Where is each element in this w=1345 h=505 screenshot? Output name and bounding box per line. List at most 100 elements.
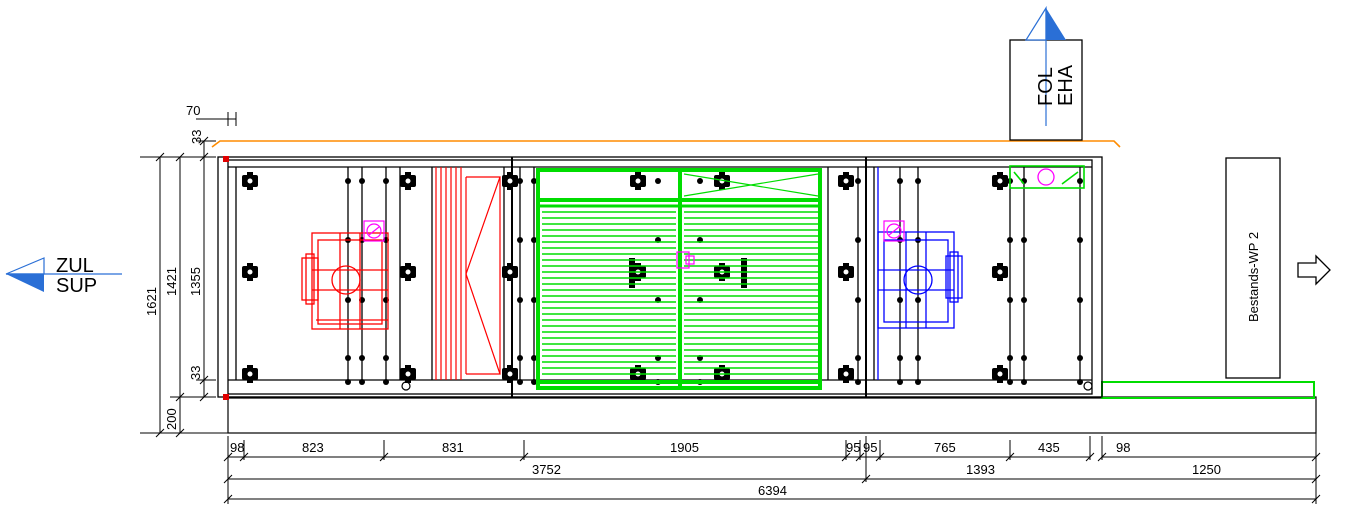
tick-mark bbox=[1097, 452, 1107, 462]
handle-icon bbox=[992, 263, 1008, 281]
bolt-icon bbox=[897, 178, 903, 184]
dim-seg-0: 98 bbox=[230, 440, 244, 455]
bolt-icon bbox=[1007, 355, 1013, 361]
bolt-icon bbox=[345, 355, 351, 361]
heat-recovery-slats bbox=[542, 211, 818, 375]
bolt-icon bbox=[345, 379, 351, 385]
bolt-icon bbox=[897, 355, 903, 361]
bolt-icon bbox=[915, 379, 921, 385]
bolt-icon bbox=[1021, 379, 1027, 385]
handle-icon bbox=[838, 172, 854, 190]
dim-seg-4: 95 bbox=[846, 440, 860, 455]
handle-icon bbox=[992, 365, 1008, 383]
dim-total-height: 1621 bbox=[144, 287, 159, 316]
extract-fan-motor-icon bbox=[883, 220, 905, 242]
bolt-icon bbox=[655, 178, 661, 184]
exhaust-label-fol: FOL bbox=[1035, 67, 1057, 106]
bolt-icon bbox=[1021, 355, 1027, 361]
up-arrow-icon bbox=[1024, 5, 1066, 126]
exhaust-label-eha: EHA bbox=[1055, 64, 1077, 106]
bolt-icon bbox=[1077, 379, 1083, 385]
vertical-dimension-lines bbox=[140, 112, 237, 438]
horizontal-dimension-lines bbox=[227, 433, 1317, 504]
dimension-ticks bbox=[223, 440, 1321, 504]
bolt-icon bbox=[517, 355, 523, 361]
left-arrow-icon bbox=[5, 257, 122, 292]
dim-total-length: 6394 bbox=[758, 483, 787, 498]
tick-mark bbox=[223, 494, 233, 504]
bolt-icon bbox=[345, 297, 351, 303]
bolt-icon bbox=[1077, 297, 1083, 303]
latch-bar-icon bbox=[629, 258, 635, 288]
handle-icon bbox=[502, 263, 518, 281]
bolt-icon bbox=[697, 178, 703, 184]
dim-seg-1: 823 bbox=[302, 440, 324, 455]
dim-seg-2: 831 bbox=[442, 440, 464, 455]
bolt-icon bbox=[531, 178, 537, 184]
handle-icon bbox=[400, 263, 416, 281]
dim-subtotal-left: 3752 bbox=[532, 462, 561, 477]
corner-mark-top bbox=[223, 156, 229, 162]
handle-icon bbox=[242, 263, 258, 281]
bolt-icon bbox=[531, 355, 537, 361]
bolt-icon bbox=[517, 297, 523, 303]
dim-top-offset: 70 bbox=[186, 103, 200, 118]
bolt-icon bbox=[517, 379, 523, 385]
bolt-icon bbox=[915, 355, 921, 361]
tick-mark bbox=[1311, 494, 1321, 504]
supply-label-sup: SUP bbox=[56, 275, 97, 297]
extract-fan bbox=[877, 167, 963, 380]
base-extension-green bbox=[1101, 381, 1315, 399]
bolt-icon bbox=[855, 297, 861, 303]
bolt-icon bbox=[1021, 297, 1027, 303]
dim-base-height: 200 bbox=[164, 408, 179, 430]
bolt-icon bbox=[1007, 237, 1013, 243]
handle-icon bbox=[502, 365, 518, 383]
supply-fan bbox=[301, 232, 389, 330]
handle-icon bbox=[838, 365, 854, 383]
dim-seg-6: 765 bbox=[934, 440, 956, 455]
bolt-icon bbox=[359, 178, 365, 184]
dim-seg-3: 1905 bbox=[670, 440, 699, 455]
tick-mark bbox=[1311, 452, 1321, 462]
bolt-icon bbox=[531, 297, 537, 303]
latch-bar-icon bbox=[741, 258, 747, 288]
bolt-icon bbox=[855, 355, 861, 361]
supply-fan-motor-icon bbox=[363, 220, 385, 242]
bolt-icon bbox=[915, 297, 921, 303]
bolt-icon bbox=[855, 178, 861, 184]
damper-actuator-icon bbox=[1037, 168, 1055, 186]
tick-mark bbox=[223, 474, 233, 484]
bolt-icon bbox=[1021, 237, 1027, 243]
bolt-icon bbox=[1007, 297, 1013, 303]
bolt-icon bbox=[383, 379, 389, 385]
bolt-icon bbox=[855, 379, 861, 385]
dim-extension: 1250 bbox=[1192, 462, 1221, 477]
bolt-icon bbox=[897, 379, 903, 385]
dim-seg-5: 95 bbox=[863, 440, 877, 455]
bolt-icon bbox=[359, 355, 365, 361]
bolt-icon bbox=[517, 237, 523, 243]
bolt-icon bbox=[517, 178, 523, 184]
handle-icon bbox=[242, 365, 258, 383]
handle-icon bbox=[630, 172, 646, 190]
bolt-icon bbox=[531, 379, 537, 385]
handle-icon bbox=[502, 172, 518, 190]
bolt-icon bbox=[855, 237, 861, 243]
handle-icon bbox=[400, 365, 416, 383]
dim-seg-8: 98 bbox=[1116, 440, 1130, 455]
supply-filter bbox=[435, 167, 501, 380]
dim-subtotal-right: 1393 bbox=[966, 462, 995, 477]
hollow-right-arrow-icon bbox=[1297, 254, 1331, 286]
bolt-icon bbox=[1077, 355, 1083, 361]
handle-icon bbox=[838, 263, 854, 281]
roof-line bbox=[211, 140, 1121, 148]
dim-inner-height: 1355 bbox=[188, 267, 203, 296]
supply-label-zul: ZUL bbox=[56, 255, 94, 277]
existing-equipment-label: Bestands-WP 2 bbox=[1246, 232, 1261, 322]
dim-bottom-frame: 33 bbox=[188, 366, 203, 380]
bolt-icon bbox=[531, 237, 537, 243]
tick-mark bbox=[1311, 474, 1321, 484]
